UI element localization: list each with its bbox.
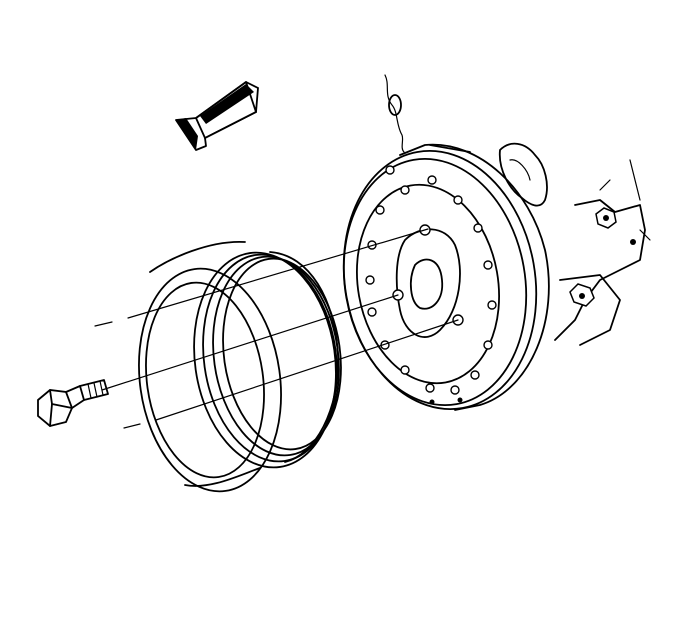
direction-arrow-icon [175,80,259,151]
engine-block-outline [384,74,651,346]
bracket-bolt-lower [569,283,595,307]
bracket-bolt-upper [595,207,636,245]
harmonic-balancer [342,143,550,411]
hex-bolt-icon [37,379,109,427]
alignment-lines [94,228,459,429]
ribbed-pulley [138,241,342,493]
